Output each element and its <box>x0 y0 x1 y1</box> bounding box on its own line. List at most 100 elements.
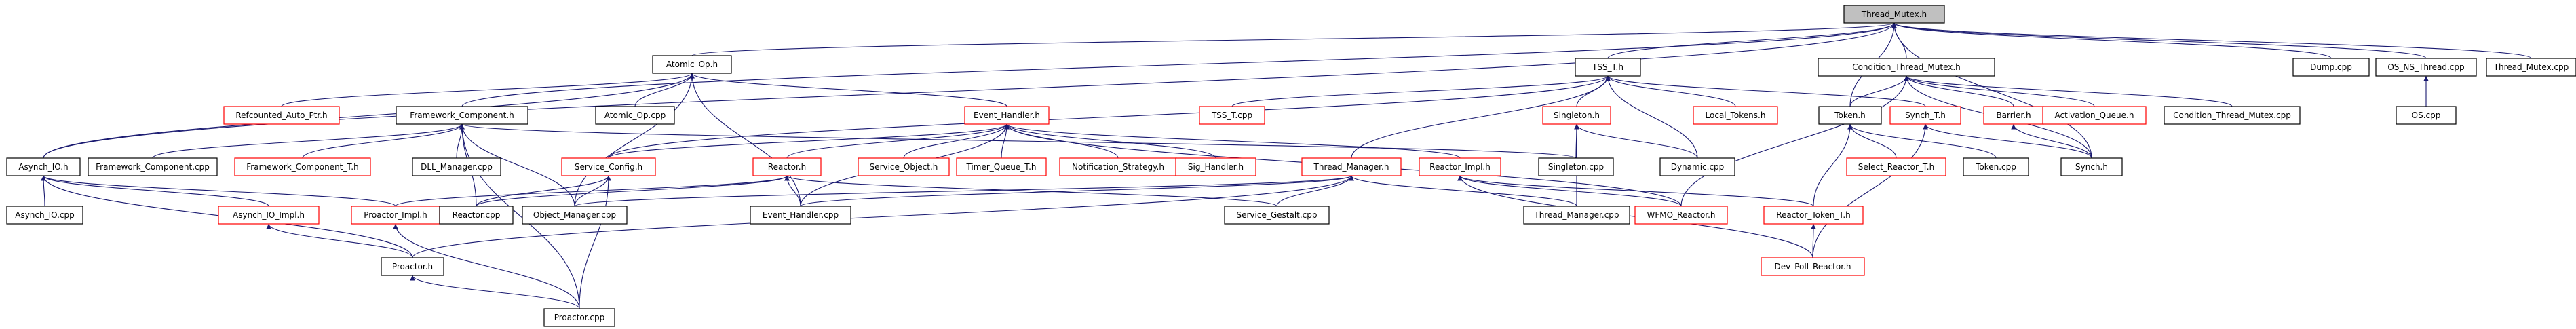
node-reactor-cpp[interactable]: Reactor.cpp <box>439 206 514 225</box>
node-condition-thread-mutex-h[interactable]: Condition_Thread_Mutex.h <box>1818 58 1995 77</box>
node-singleton-h[interactable]: Singleton.h <box>1542 106 1611 125</box>
node-label: Dynamic.cpp <box>1671 162 1725 172</box>
node-dev-poll-reactor-h[interactable]: Dev_Poll_Reactor.h <box>1761 257 1865 276</box>
node-framework-component-t-h[interactable]: Framework_Component_T.h <box>234 157 371 176</box>
node-dump-cpp[interactable]: Dump.cpp <box>2292 58 2370 77</box>
node-reactor-token-t-h[interactable]: Reactor_Token_T.h <box>1763 206 1864 225</box>
node-framework-component-cpp[interactable]: Framework_Component.cpp <box>88 157 218 176</box>
node-refcounted-auto-ptr-h[interactable]: Refcounted_Auto_Ptr.h <box>223 106 340 125</box>
node-box <box>396 106 528 125</box>
node-wfmo-reactor-h[interactable]: WFMO_Reactor.h <box>1634 206 1728 225</box>
node-label: Singleton.h <box>1554 111 1600 120</box>
node-synch-h[interactable]: Synch.h <box>2060 157 2123 176</box>
node-synch-t-h[interactable]: Synch_T.h <box>1889 106 1961 125</box>
node-box <box>543 308 615 327</box>
edge-singleton-cpp-to-framework-component-h <box>459 123 1577 159</box>
edge-reactor-token-t-h-to-token-h <box>1813 123 1853 207</box>
node-notification-strategy-h[interactable]: Notification_Strategy.h <box>1059 157 1177 176</box>
edge-service-gestalt-cpp-to-reactor-h <box>784 175 1277 207</box>
node-service-config-h[interactable]: Service_Config.h <box>561 157 656 176</box>
node-event-handler-h[interactable]: Event_Handler.h <box>964 106 1050 125</box>
node-box <box>595 106 675 125</box>
edge-event-handler-cpp-to-reactor-h <box>784 175 801 207</box>
edge-proactor-h-to-asynch-io-impl-h <box>266 223 413 258</box>
node-proactor-cpp[interactable]: Proactor.cpp <box>543 308 615 327</box>
node-asynch-io-impl-h[interactable]: Asynch_IO_Impl.h <box>218 206 320 225</box>
node-proactor-impl-h[interactable]: Proactor_Impl.h <box>351 206 440 225</box>
node-condition-thread-mutex-cpp[interactable]: Condition_Thread_Mutex.cpp <box>2164 106 2301 125</box>
node-service-gestalt-cpp[interactable]: Service_Gestalt.cpp <box>1224 206 1330 225</box>
node-label: OS_NS_Thread.cpp <box>2387 62 2464 72</box>
edge-proactor-h-to-thread-manager-h <box>412 175 1354 258</box>
node-label: Local_Tokens.h <box>1706 111 1766 120</box>
node-dynamic-cpp[interactable]: Dynamic.cpp <box>1659 157 1735 176</box>
node-proactor-h[interactable]: Proactor.h <box>381 257 444 276</box>
edge-synch-t-h-to-tss-t-h <box>1605 75 1926 107</box>
node-atomic-op-cpp[interactable]: Atomic_Op.cpp <box>595 106 675 125</box>
node-label: Proactor.cpp <box>554 313 605 322</box>
edge-proactor-impl-h-to-asynch-io-h <box>41 175 396 207</box>
node-tss-t-cpp[interactable]: TSS_T.cpp <box>1199 106 1265 125</box>
node-box <box>1763 206 1864 225</box>
node-label: DLL_Manager.cpp <box>421 162 493 172</box>
edge-thread-mutex-cpp-to-thread-mutex-h <box>1891 22 2532 59</box>
node-thread-mutex-cpp[interactable]: Thread_Mutex.cpp <box>2486 58 2576 77</box>
node-label: Reactor_Impl.h <box>1429 162 1491 172</box>
node-asynch-io-h[interactable]: Asynch_IO.h <box>6 157 81 176</box>
edge-dynamic-cpp-to-singleton-h <box>1574 123 1698 159</box>
node-timer-queue-t-h[interactable]: Timer_Queue_T.h <box>956 157 1047 176</box>
node-box <box>88 157 218 176</box>
edge-dump-cpp-to-thread-mutex-h <box>1891 22 2332 59</box>
edge-activation-queue-h-to-condition-thread-mutex-h <box>1904 75 2095 107</box>
node-label: Thread_Manager.cpp <box>1533 210 1619 220</box>
edge-dll-manager-cpp-to-framework-component-h <box>456 123 465 159</box>
node-thread-mutex-h[interactable]: Thread_Mutex.h <box>1843 5 1945 24</box>
node-box <box>1843 5 1945 24</box>
node-thread-manager-h[interactable]: Thread_Manager.h <box>1301 157 1402 176</box>
node-os-cpp[interactable]: OS.cpp <box>2396 106 2457 125</box>
node-event-handler-cpp[interactable]: Event_Handler.cpp <box>750 206 851 225</box>
node-label: Asynch_IO.cpp <box>15 210 75 220</box>
node-label: Event_Handler.h <box>974 111 1040 120</box>
edge-object-manager-cpp-to-thread-manager-h <box>574 175 1354 207</box>
edge-framework-component-cpp-to-framework-component-h <box>152 123 465 159</box>
node-singleton-cpp[interactable]: Singleton.cpp <box>1538 157 1614 176</box>
node-label: Synch.h <box>2075 162 2108 172</box>
node-box <box>2375 58 2477 77</box>
node-object-manager-cpp[interactable]: Object_Manager.cpp <box>522 206 628 225</box>
node-framework-component-h[interactable]: Framework_Component.h <box>396 106 528 125</box>
node-select-reactor-t-h[interactable]: Select_Reactor_T.h <box>1846 157 1946 176</box>
node-barrier-h[interactable]: Barrier.h <box>1983 106 2044 125</box>
node-local-tokens-h[interactable]: Local_Tokens.h <box>1693 106 1778 125</box>
node-atomic-op-h[interactable]: Atomic_Op.h <box>652 55 732 74</box>
node-activation-queue-h[interactable]: Activation_Queue.h <box>2042 106 2147 125</box>
edge-event-handler-cpp-to-thread-manager-h <box>800 175 1354 207</box>
node-asynch-io-cpp[interactable]: Asynch_IO.cpp <box>6 206 83 225</box>
node-box <box>1761 257 1865 276</box>
edge-thread-manager-h-to-tss-t-h <box>1351 75 1611 159</box>
node-thread-manager-cpp[interactable]: Thread_Manager.cpp <box>1523 206 1630 225</box>
node-reactor-h[interactable]: Reactor.h <box>752 157 822 176</box>
edge-asynch-io-h-to-thread-mutex-h <box>43 22 1897 159</box>
edges-layer <box>41 22 2532 309</box>
node-token-h[interactable]: Token.h <box>1818 106 1882 125</box>
node-reactor-impl-h[interactable]: Reactor_Impl.h <box>1419 157 1501 176</box>
node-box <box>351 206 440 225</box>
node-label: Singleton.cpp <box>1548 162 1604 172</box>
node-dll-manager-cpp[interactable]: DLL_Manager.cpp <box>412 157 501 176</box>
edge-service-object-h-to-event-handler-h <box>903 123 1010 159</box>
node-label: Reactor.h <box>768 162 806 172</box>
edge-atomic-op-h-to-thread-mutex-h <box>691 22 1897 56</box>
edge-proactor-cpp-to-proactor-h <box>410 275 580 309</box>
edge-object-manager-cpp-to-atomic-op-h <box>574 73 695 207</box>
node-sig-handler-h[interactable]: Sig_Handler.h <box>1175 157 1256 176</box>
node-box <box>964 106 1050 125</box>
node-tss-t-h[interactable]: TSS_T.h <box>1575 58 1641 77</box>
node-box <box>1542 106 1611 125</box>
node-token-cpp[interactable]: Token.cpp <box>1963 157 2029 176</box>
node-service-object-h[interactable]: Service_Object.h <box>858 157 950 176</box>
node-os-ns-thread-cpp[interactable]: OS_NS_Thread.cpp <box>2375 58 2477 77</box>
edge-refcounted-auto-ptr-h-to-atomic-op-h <box>281 73 695 107</box>
node-box <box>1419 157 1501 176</box>
edge-reactor-cpp-to-reactor-h <box>476 175 790 207</box>
